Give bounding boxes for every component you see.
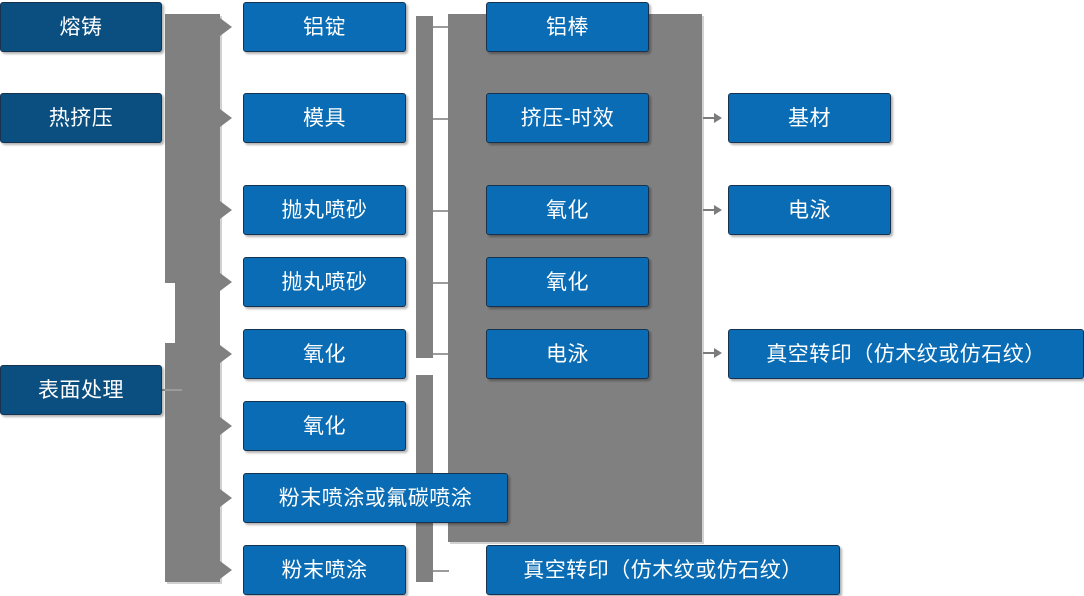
process-label: 挤压-时效 [520, 106, 615, 130]
middle-tick-6 [433, 570, 449, 572]
material-label: 粉末喷涂或氟碳喷涂 [278, 486, 473, 510]
material-box-powder-or-fluorocarbon-coating[interactable]: 粉末喷涂或氟碳喷涂 [243, 473, 508, 523]
spine-arrow-tip-6 [220, 417, 232, 435]
stage-box-melting-casting[interactable]: 熔铸 [0, 2, 162, 52]
output-label: 基材 [788, 106, 831, 130]
output-arrow-stem-3 [703, 352, 716, 354]
output-arrow-stem-1 [703, 117, 716, 119]
left-spine-connector-lower [165, 345, 220, 582]
output-label: 真空转印（仿木纹或仿石纹） [766, 342, 1046, 366]
material-label: 铝锭 [303, 15, 346, 39]
stage-box-surface-treatment[interactable]: 表面处理 [0, 365, 162, 415]
process-box-oxidation-1[interactable]: 氧化 [486, 185, 649, 235]
process-box-aluminum-rod[interactable]: 铝棒 [486, 2, 649, 52]
surface-treatment-connector-line [160, 389, 182, 391]
output-arrow-stem-2 [703, 209, 716, 211]
output-arrow-1 [714, 113, 722, 123]
spine-arrow-tip-4 [220, 273, 232, 291]
material-box-powder-coating[interactable]: 粉末喷涂 [243, 545, 406, 595]
process-box-oxidation-2[interactable]: 氧化 [486, 257, 649, 307]
process-box-vacuum-transfer-printing[interactable]: 真空转印（仿木纹或仿石纹） [486, 545, 840, 595]
material-label: 氧化 [303, 342, 346, 366]
material-label: 抛丸喷砂 [281, 198, 368, 222]
output-arrow-2 [714, 205, 722, 215]
middle-tick-5 [433, 353, 449, 355]
spine-arrow-tip-7 [220, 489, 232, 507]
stage-box-hot-extrusion[interactable]: 热挤压 [0, 93, 162, 143]
material-box-oxidation-2[interactable]: 氧化 [243, 401, 406, 451]
middle-tick-4 [433, 282, 449, 284]
output-arrow-3 [714, 348, 722, 358]
process-label: 氧化 [546, 270, 589, 294]
middle-tick-3 [433, 210, 449, 212]
process-box-extrusion-aging[interactable]: 挤压-时效 [486, 93, 649, 143]
process-label: 电泳 [546, 342, 589, 366]
left-spine-notch-cut [165, 283, 175, 343]
material-box-mold[interactable]: 模具 [243, 93, 406, 143]
stage-label: 热挤压 [48, 106, 114, 130]
left-spine-connector [165, 14, 220, 281]
middle-tick-2 [433, 118, 449, 120]
spine-arrow-tip-2 [220, 109, 232, 127]
process-label: 铝棒 [546, 15, 589, 39]
material-box-oxidation-1[interactable]: 氧化 [243, 329, 406, 379]
spine-arrow-tip-3 [220, 201, 232, 219]
process-box-electrophoresis[interactable]: 电泳 [486, 329, 649, 379]
spine-arrow-tip-5 [220, 345, 232, 363]
output-box-base-material[interactable]: 基材 [728, 93, 891, 143]
material-box-shot-blasting-1[interactable]: 抛丸喷砂 [243, 185, 406, 235]
material-label: 抛丸喷砂 [281, 270, 368, 294]
spine-arrow-tip-1 [220, 18, 232, 36]
material-box-aluminum-ingot[interactable]: 铝锭 [243, 2, 406, 52]
output-box-vacuum-transfer-printing[interactable]: 真空转印（仿木纹或仿石纹） [728, 329, 1084, 379]
process-label: 真空转印（仿木纹或仿石纹） [523, 558, 803, 582]
stage-label: 表面处理 [38, 378, 124, 402]
spine-arrow-tip-8 [220, 561, 232, 579]
stage-label: 熔铸 [59, 15, 103, 39]
process-label: 氧化 [546, 198, 589, 222]
middle-spine-connector-upper [416, 16, 433, 358]
output-label: 电泳 [788, 198, 831, 222]
material-label: 模具 [303, 106, 346, 130]
material-box-shot-blasting-2[interactable]: 抛丸喷砂 [243, 257, 406, 307]
middle-tick-1 [433, 26, 449, 28]
material-label: 氧化 [303, 414, 346, 438]
material-label: 粉末喷涂 [281, 558, 368, 582]
output-box-electrophoresis[interactable]: 电泳 [728, 185, 891, 235]
